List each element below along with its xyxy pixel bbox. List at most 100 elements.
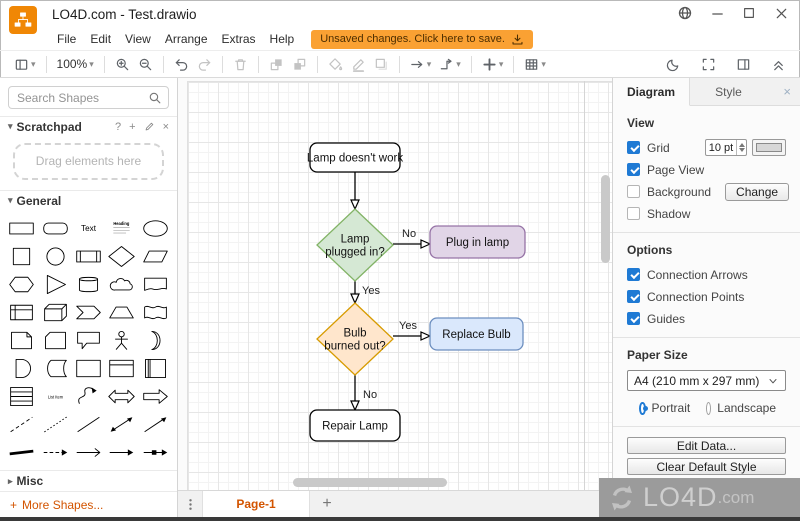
canvas-vertical-scrollbar[interactable] (601, 175, 610, 263)
line-color-button[interactable] (347, 55, 370, 74)
dark-mode-button[interactable] (662, 55, 685, 74)
scratchpad-section[interactable]: ▾ Scratchpad ? + × (0, 117, 177, 137)
shape-trapezoid[interactable] (105, 299, 138, 326)
redo-button[interactable] (193, 55, 216, 74)
flow-node-start[interactable]: Lamp doesn't work (307, 142, 403, 173)
portrait-radio[interactable] (639, 401, 648, 415)
zoom-in-button[interactable] (111, 55, 134, 74)
connection-button[interactable]: ▾ (406, 55, 436, 74)
shape-dotted-line[interactable] (38, 411, 71, 438)
shape-process[interactable] (72, 243, 105, 270)
format-panel-button[interactable] (732, 55, 755, 74)
shape-list[interactable] (5, 383, 38, 410)
grid-size-stepper[interactable] (736, 140, 746, 155)
shape-actor[interactable] (105, 327, 138, 354)
connection-points-checkbox[interactable] (627, 290, 640, 303)
shape-dashed-arrow[interactable] (38, 439, 71, 466)
shape-arrow[interactable] (139, 383, 172, 410)
shape-internal-storage[interactable] (5, 299, 38, 326)
minimize-button[interactable] (708, 4, 726, 22)
page-tab[interactable]: Page-1 (202, 491, 310, 517)
trash-button[interactable] (229, 55, 252, 74)
background-checkbox[interactable] (627, 185, 640, 198)
shape-data-storage[interactable] (38, 355, 71, 382)
page-layout-button[interactable]: ▾ (10, 55, 40, 74)
shape-dashed-line[interactable] (5, 411, 38, 438)
shape-tape[interactable] (139, 299, 172, 326)
shape-card[interactable] (38, 327, 71, 354)
language-globe-icon[interactable] (676, 4, 694, 22)
shape-ellipse[interactable] (139, 215, 172, 242)
connection-arrows-checkbox[interactable] (627, 268, 640, 281)
table-button[interactable]: ▾ (520, 55, 550, 74)
shadow-button[interactable] (370, 55, 393, 74)
tab-style[interactable]: Style (715, 84, 742, 99)
more-shapes-button[interactable]: + More Shapes... (0, 491, 177, 517)
shape-curve[interactable] (72, 383, 105, 410)
clear-default-style-button[interactable]: Clear Default Style (627, 458, 786, 475)
zoom-out-button[interactable] (134, 55, 157, 74)
menu-edit[interactable]: Edit (90, 32, 112, 46)
shape-triangle[interactable] (38, 271, 71, 298)
guides-checkbox[interactable] (627, 312, 640, 325)
shape-container[interactable] (72, 355, 105, 382)
shape-bidirectional-arrow[interactable] (105, 383, 138, 410)
menu-file[interactable]: File (57, 32, 77, 46)
pages-menu-icon[interactable] (178, 491, 202, 517)
shape-open-arrow[interactable] (72, 439, 105, 466)
shape-circle[interactable] (38, 243, 71, 270)
flow-node-plug[interactable]: Plug in lamp (429, 225, 526, 259)
shape-link[interactable] (5, 439, 38, 466)
add-page-button[interactable]: + (322, 495, 332, 512)
collapse-button[interactable] (767, 55, 790, 74)
to-back-button[interactable] (288, 55, 311, 74)
waypoints-button[interactable]: ▾ (435, 55, 465, 74)
scratchpad-drop-area[interactable]: Drag elements here (13, 142, 164, 180)
menu-view[interactable]: View (125, 32, 151, 46)
shape-hexagon[interactable] (5, 271, 38, 298)
paper-size-select[interactable]: A4 (210 mm x 297 mm) (627, 370, 786, 391)
shape-and[interactable] (5, 355, 38, 382)
shape-rounded-rectangle[interactable] (38, 215, 71, 242)
flow-edge[interactable]: Yes (350, 281, 380, 305)
shape-bidirectional-connector[interactable] (105, 411, 138, 438)
shape-parallelogram[interactable] (139, 243, 172, 270)
shape-textbox[interactable]: Heading (105, 215, 138, 242)
fill-color-button[interactable] (324, 55, 347, 74)
scratchpad-edit-icon[interactable] (144, 121, 155, 132)
shape-rectangle[interactable] (5, 215, 38, 242)
tab-diagram[interactable]: Diagram (613, 78, 690, 106)
edit-data-button[interactable]: Edit Data... (627, 437, 786, 454)
shape-cloud[interactable] (105, 271, 138, 298)
unsaved-changes-button[interactable]: Unsaved changes. Click here to save. (311, 29, 533, 49)
shape-document[interactable] (139, 271, 172, 298)
shape-vertical-container[interactable] (139, 355, 172, 382)
scratchpad-help-icon[interactable]: ? (115, 120, 122, 133)
canvas-horizontal-scrollbar[interactable] (293, 478, 447, 487)
shape-square[interactable] (5, 243, 38, 270)
shape-line[interactable] (72, 411, 105, 438)
menu-extras[interactable]: Extras (221, 32, 256, 46)
to-front-button[interactable] (265, 55, 288, 74)
landscape-radio[interactable] (706, 401, 712, 415)
misc-section[interactable]: ▸ Misc (0, 469, 177, 492)
insert-button[interactable]: ▾ (478, 55, 508, 74)
page-view-checkbox[interactable] (627, 163, 640, 176)
grid-checkbox[interactable] (627, 141, 640, 154)
shape-callout[interactable] (72, 327, 105, 354)
shape-step[interactable] (72, 299, 105, 326)
change-background-button[interactable]: Change (725, 182, 790, 201)
search-shapes-input[interactable] (8, 86, 169, 109)
menu-help[interactable]: Help (269, 32, 295, 46)
grid-color-swatch[interactable] (752, 139, 786, 156)
panel-close-icon[interactable]: × (783, 84, 791, 99)
menu-arrange[interactable]: Arrange (164, 32, 208, 46)
scratchpad-close-icon[interactable]: × (162, 120, 169, 133)
shape-cylinder[interactable] (72, 271, 105, 298)
zoom-level-dropdown[interactable]: 100%▾ (56, 57, 94, 71)
shape-container-title[interactable] (105, 355, 138, 382)
flow-edge[interactable]: No (393, 228, 432, 249)
shape-cube[interactable] (38, 299, 71, 326)
flow-node-replace[interactable]: Replace Bulb (429, 317, 524, 351)
